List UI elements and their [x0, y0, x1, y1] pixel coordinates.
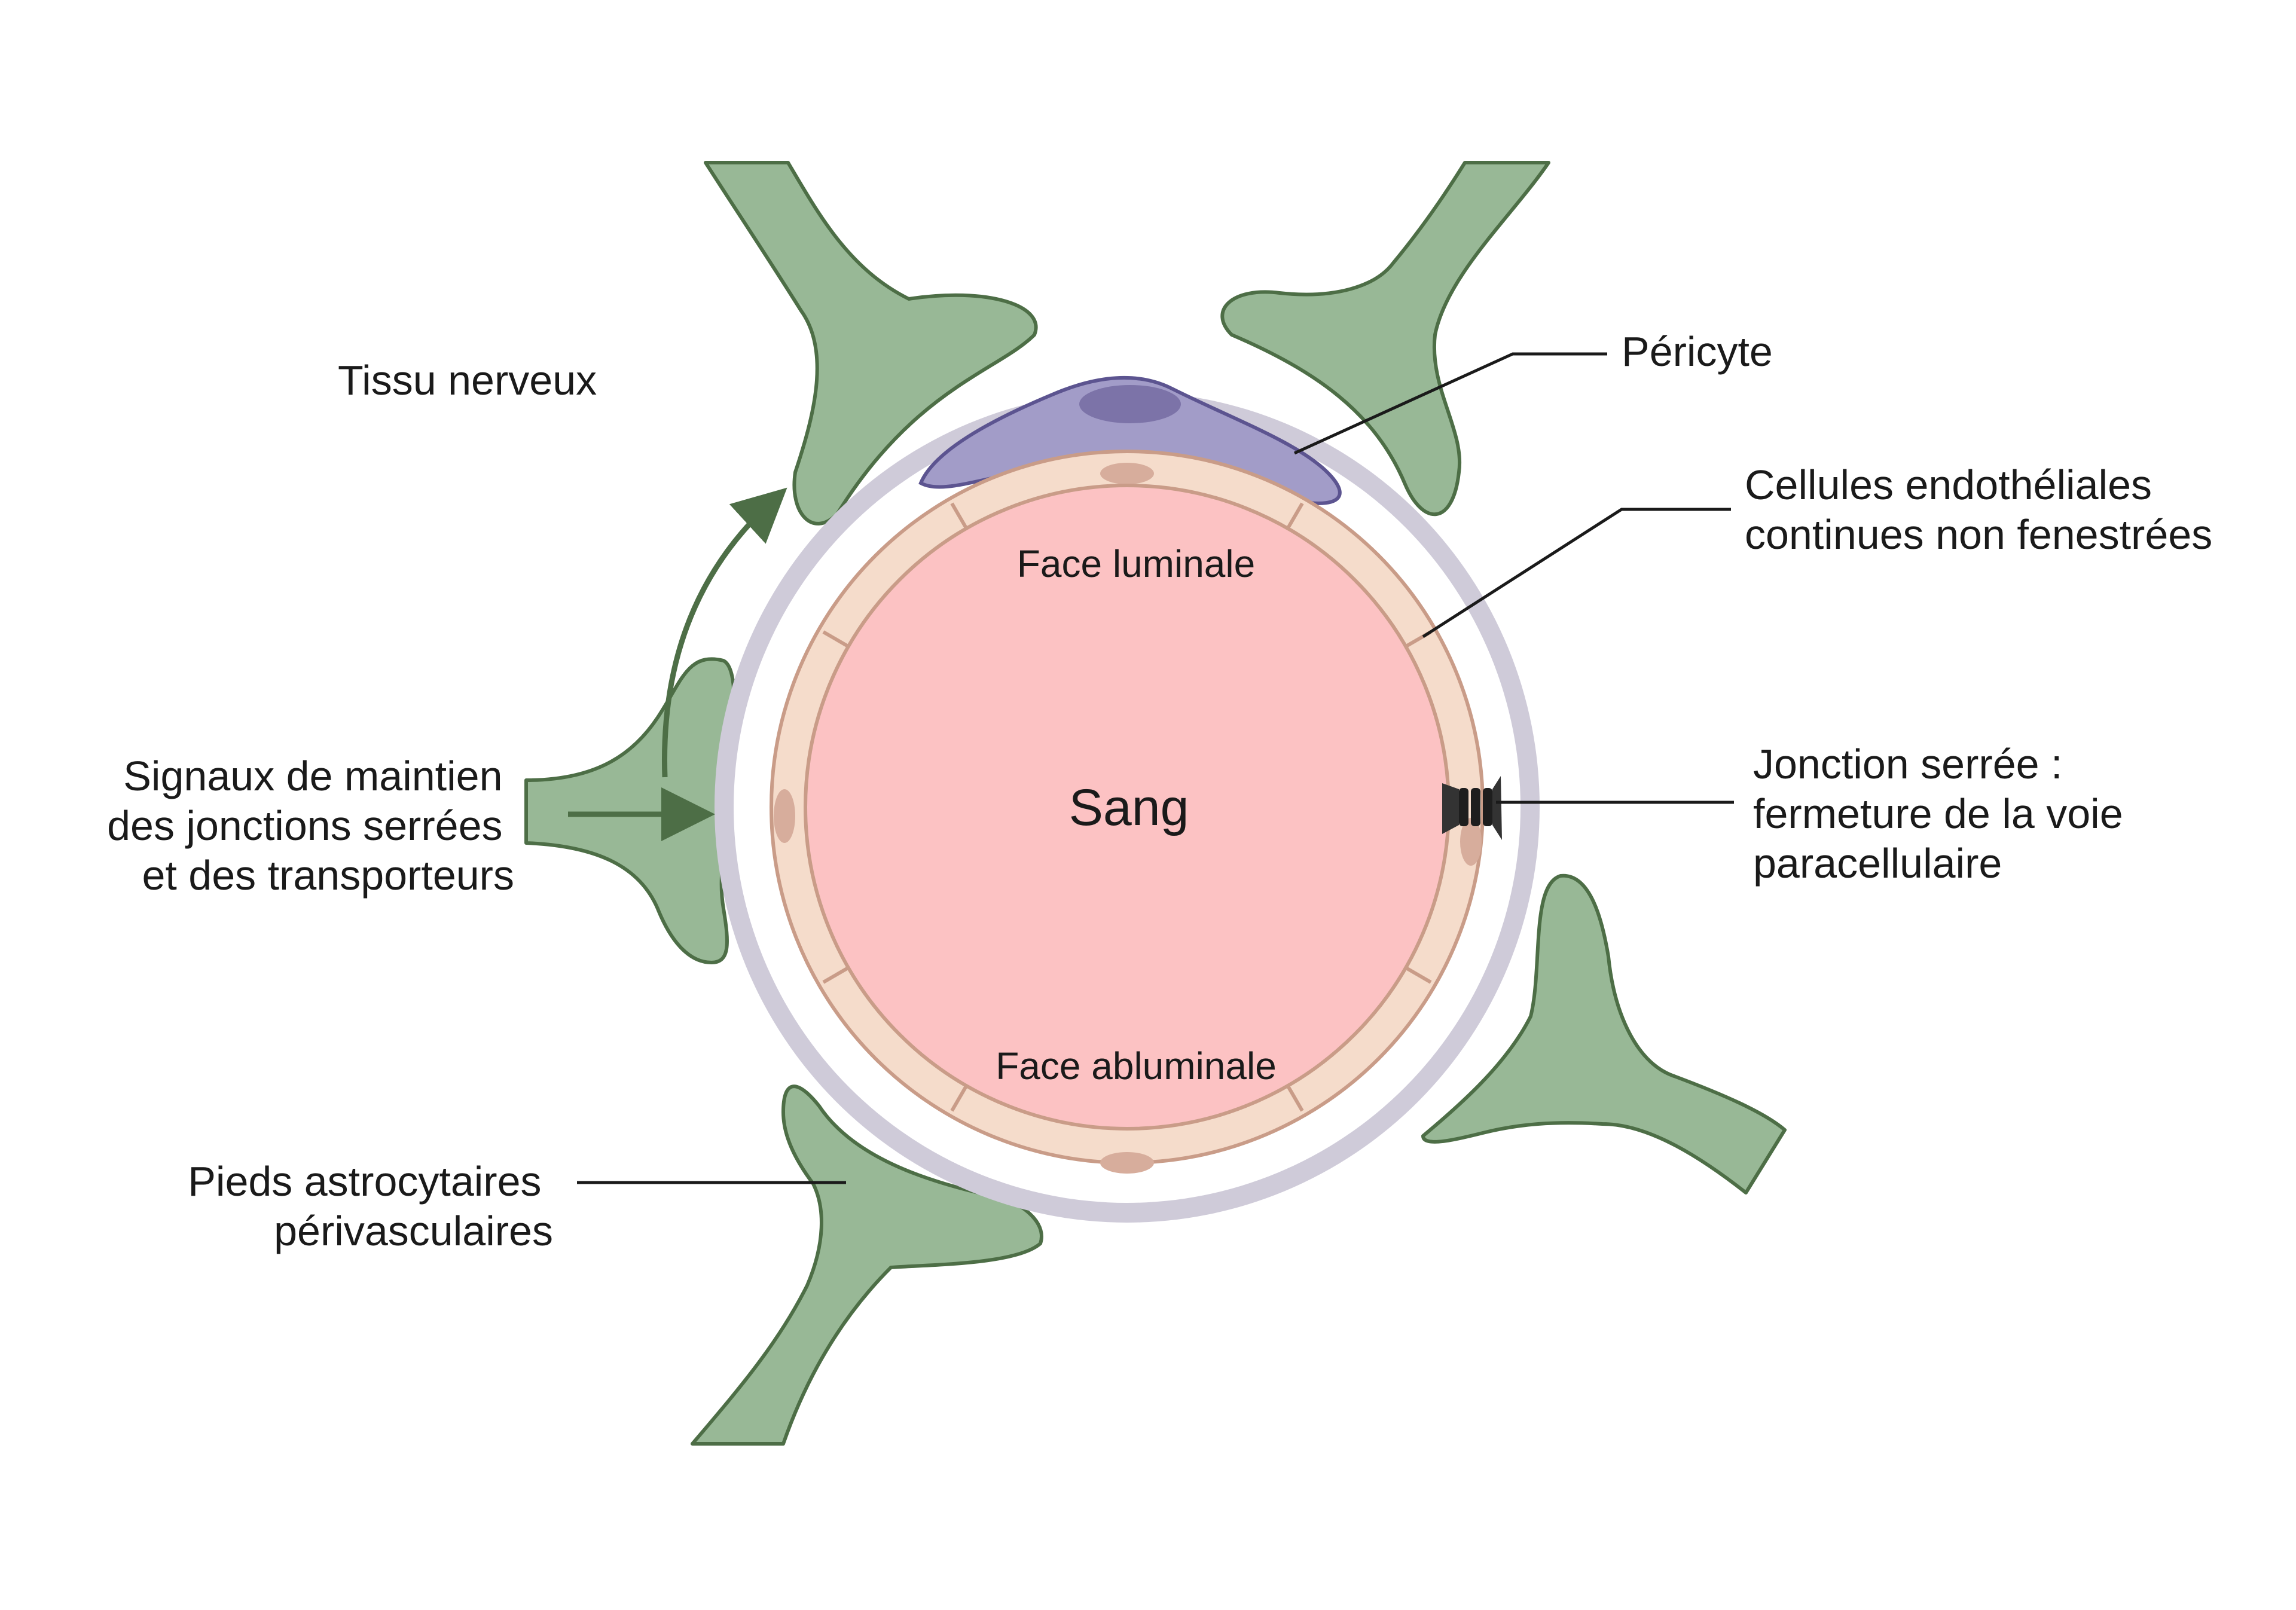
astrocyte-feet-label-line1: Pieds astrocytaires: [188, 1158, 541, 1205]
endothelial-label-line2: continues non fenestrées: [1745, 511, 2212, 558]
tight-junction-label-line1: Jonction serrée :: [1753, 741, 2062, 787]
tight-junction: [1442, 776, 1502, 840]
leader-lines: [577, 352, 1734, 1184]
signals-label-line1: Signaux de maintien: [123, 753, 502, 799]
abluminal-face-label: Face abluminale: [996, 1044, 1277, 1087]
tight-junction-label-line3: paracellulaire: [1753, 840, 2002, 887]
endothelial-nucleus-bottom: [1100, 1152, 1154, 1174]
endothelial-nucleus-top: [1100, 463, 1154, 484]
pericyte-label: Péricyte: [1622, 328, 1773, 375]
endothelial-label-line1: Cellules endothéliales: [1745, 462, 2152, 508]
signals-label-line3: et des transporteurs: [142, 852, 514, 899]
luminal-face-label: Face luminale: [1017, 542, 1255, 585]
astrocyte-right: [1421, 873, 1787, 1194]
endothelial-nucleus-right: [1460, 818, 1482, 866]
endothelial-label: Cellules endothéliales continues non fen…: [1745, 462, 2212, 558]
tight-junction-label: Jonction serrée : fermeture de la voie p…: [1753, 741, 2135, 887]
leader-endothelial: [1422, 508, 1731, 638]
signals-label: Signaux de maintien des jonctions serrée…: [107, 753, 514, 899]
signal-arrows: [568, 487, 787, 841]
pericyte-nucleus: [1079, 385, 1181, 423]
signals-label-line2: des jonctions serrées: [107, 802, 502, 849]
astrocyte-feet-label: Pieds astrocytaires périvasculaires: [188, 1158, 553, 1254]
astrocyte-left: [524, 657, 737, 964]
astrocyte-bottom-left: [691, 1084, 1043, 1446]
astrocyte-top-left: [704, 161, 1038, 526]
astrocyte-feet-label-line2: périvasculaires: [274, 1208, 553, 1254]
nervous-tissue-label: Tissu nerveux: [338, 357, 597, 404]
signal-arrow-curved: [661, 487, 787, 778]
endothelial-nucleus-left: [774, 789, 795, 843]
tight-junction-label-line2: fermeture de la voie: [1753, 790, 2123, 837]
leader-pericyte: [1293, 352, 1607, 455]
blood-label: Sang: [1069, 779, 1189, 836]
